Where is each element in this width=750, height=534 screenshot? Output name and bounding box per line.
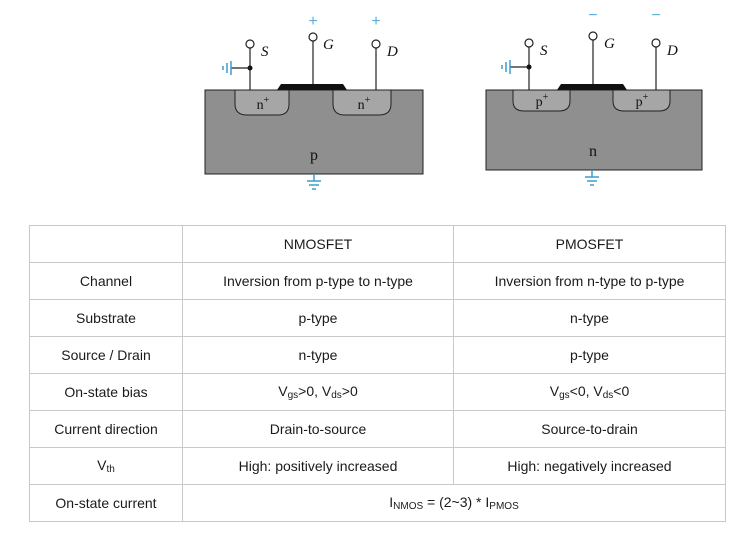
- pmos-drain-label: D: [666, 43, 678, 59]
- nmos-drain-sign: +: [371, 13, 380, 30]
- row-label-substrate: Substrate: [29, 299, 183, 337]
- nmos-source-well: [234, 89, 290, 116]
- table-row-substrate: Substrate p-type n-type: [29, 299, 726, 337]
- cell-substrate-nmos: p-type: [182, 299, 454, 337]
- nmos-gate-electrode: [277, 84, 347, 90]
- table-row-current-direction: Current direction Drain-to-source Source…: [29, 410, 726, 448]
- comparison-table: NMOSFET PMOSFET Channel Inversion from p…: [29, 225, 726, 522]
- cell-vth-pmos: High: negatively increased: [453, 447, 726, 485]
- nmos-drain-well: [332, 89, 392, 116]
- row-label-vth: Vth: [29, 447, 183, 485]
- pmos-substrate-label: n: [589, 143, 597, 160]
- pmos-diagram: S G D − − p+ p+ n: [485, 7, 703, 186]
- cell-on-current-ratio: INMOS = (2~3) * IPMOS: [182, 484, 726, 522]
- nmos-drain-region-label: n+: [358, 95, 371, 113]
- header-nmos: NMOSFET: [182, 225, 454, 263]
- cell-current-direction-nmos: Drain-to-source: [182, 410, 454, 448]
- table-header-row: NMOSFET PMOSFET: [29, 225, 726, 263]
- pmos-gate-label: G: [604, 36, 615, 52]
- pmos-source-region-label: p+: [536, 92, 549, 110]
- nmos-source-ground-icon: [222, 61, 232, 75]
- nmos-substrate-label: p: [310, 147, 318, 164]
- pmos-drain-sign: −: [651, 7, 660, 24]
- pmos-gate-sign: −: [588, 7, 597, 24]
- pmos-source-terminal[interactable]: [524, 38, 534, 48]
- pmos-source-ground-icon: [501, 60, 511, 74]
- nmos-gate-label: G: [323, 37, 334, 53]
- nmos-gate-sign: +: [308, 13, 317, 30]
- header-pmos: PMOSFET: [453, 225, 726, 263]
- nmos-source-label: S: [261, 44, 269, 60]
- cell-substrate-pmos: n-type: [453, 299, 726, 337]
- pmos-source-label: S: [540, 43, 548, 59]
- cell-channel-nmos: Inversion from p-type to n-type: [182, 262, 454, 300]
- table-row-vth: Vth High: positively increased High: neg…: [29, 447, 726, 485]
- mosfet-cross-section-diagrams: S G D + + n+ n+ p: [204, 7, 703, 190]
- nmos-source-terminal[interactable]: [245, 39, 255, 49]
- header-blank-cell: [29, 225, 183, 263]
- table-row-bias: On-state bias Vgs>0, Vds>0 Vgs<0, Vds<0: [29, 373, 726, 411]
- nmos-diagram: S G D + + n+ n+ p: [204, 13, 424, 190]
- cell-source-drain-pmos: p-type: [453, 336, 726, 374]
- cell-bias-nmos: Vgs>0, Vds>0: [182, 373, 454, 411]
- cell-vth-nmos: High: positively increased: [182, 447, 454, 485]
- row-label-current-direction: Current direction: [29, 410, 183, 448]
- row-label-source-drain: Source / Drain: [29, 336, 183, 374]
- nmos-drain-terminal[interactable]: [371, 39, 381, 49]
- row-label-bias: On-state bias: [29, 373, 183, 411]
- cell-channel-pmos: Inversion from n-type to p-type: [453, 262, 726, 300]
- nmos-source-region-label: n+: [257, 95, 270, 113]
- row-label-channel: Channel: [29, 262, 183, 300]
- cell-source-drain-nmos: n-type: [182, 336, 454, 374]
- table-row-on-current: On-state current INMOS = (2~3) * IPMOS: [29, 484, 726, 522]
- pmos-body-ground-icon: [585, 176, 599, 186]
- pmos-drain-well: [612, 89, 671, 112]
- nmos-body-ground-icon: [307, 180, 321, 190]
- nmos-drain-label: D: [386, 44, 398, 60]
- pmos-source-well: [512, 89, 571, 112]
- pmos-drain-region-label: p+: [636, 92, 649, 110]
- cell-current-direction-pmos: Source-to-drain: [453, 410, 726, 448]
- table-row-channel: Channel Inversion from p-type to n-type …: [29, 262, 726, 300]
- cell-bias-pmos: Vgs<0, Vds<0: [453, 373, 726, 411]
- pmos-gate-electrode: [557, 84, 627, 90]
- table-row-source-drain: Source / Drain n-type p-type: [29, 336, 726, 374]
- pmos-drain-terminal[interactable]: [651, 38, 661, 48]
- nmos-gate-terminal[interactable]: [308, 32, 318, 42]
- pmos-gate-terminal[interactable]: [588, 31, 598, 41]
- row-label-on-current: On-state current: [29, 484, 183, 522]
